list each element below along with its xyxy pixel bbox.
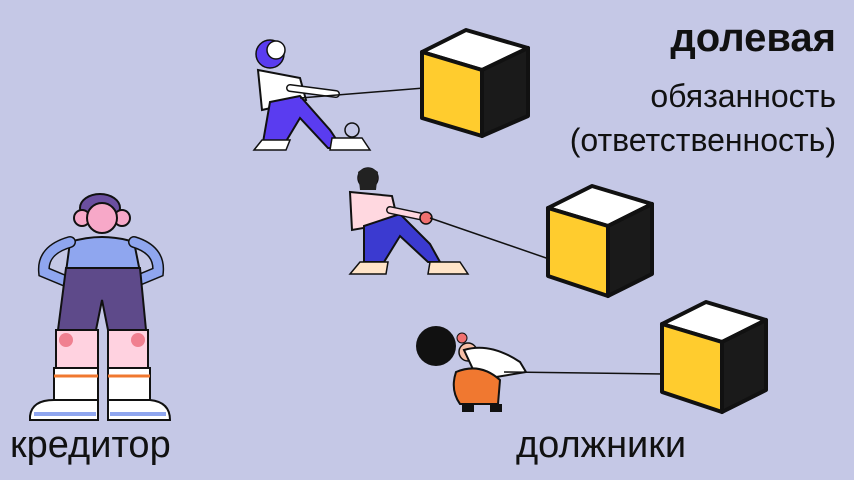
title-bold: долевая <box>670 16 836 60</box>
rope-1 <box>299 87 425 99</box>
debtor-figure-3 <box>416 326 528 412</box>
cube-3 <box>660 300 768 414</box>
cube-1 <box>420 28 530 138</box>
rope-2 <box>429 217 553 261</box>
debtors-label: должники <box>516 424 687 466</box>
creditor-figure <box>29 193 172 421</box>
cube-2 <box>546 184 654 298</box>
debtor-figure-2 <box>348 167 470 275</box>
creditor-label: кредитор <box>10 424 171 466</box>
debtor-figure-1 <box>252 39 372 151</box>
title-line-3: (ответственность) <box>569 122 836 158</box>
title-line-2: обязанность <box>650 78 836 114</box>
rope-3 <box>503 371 665 375</box>
